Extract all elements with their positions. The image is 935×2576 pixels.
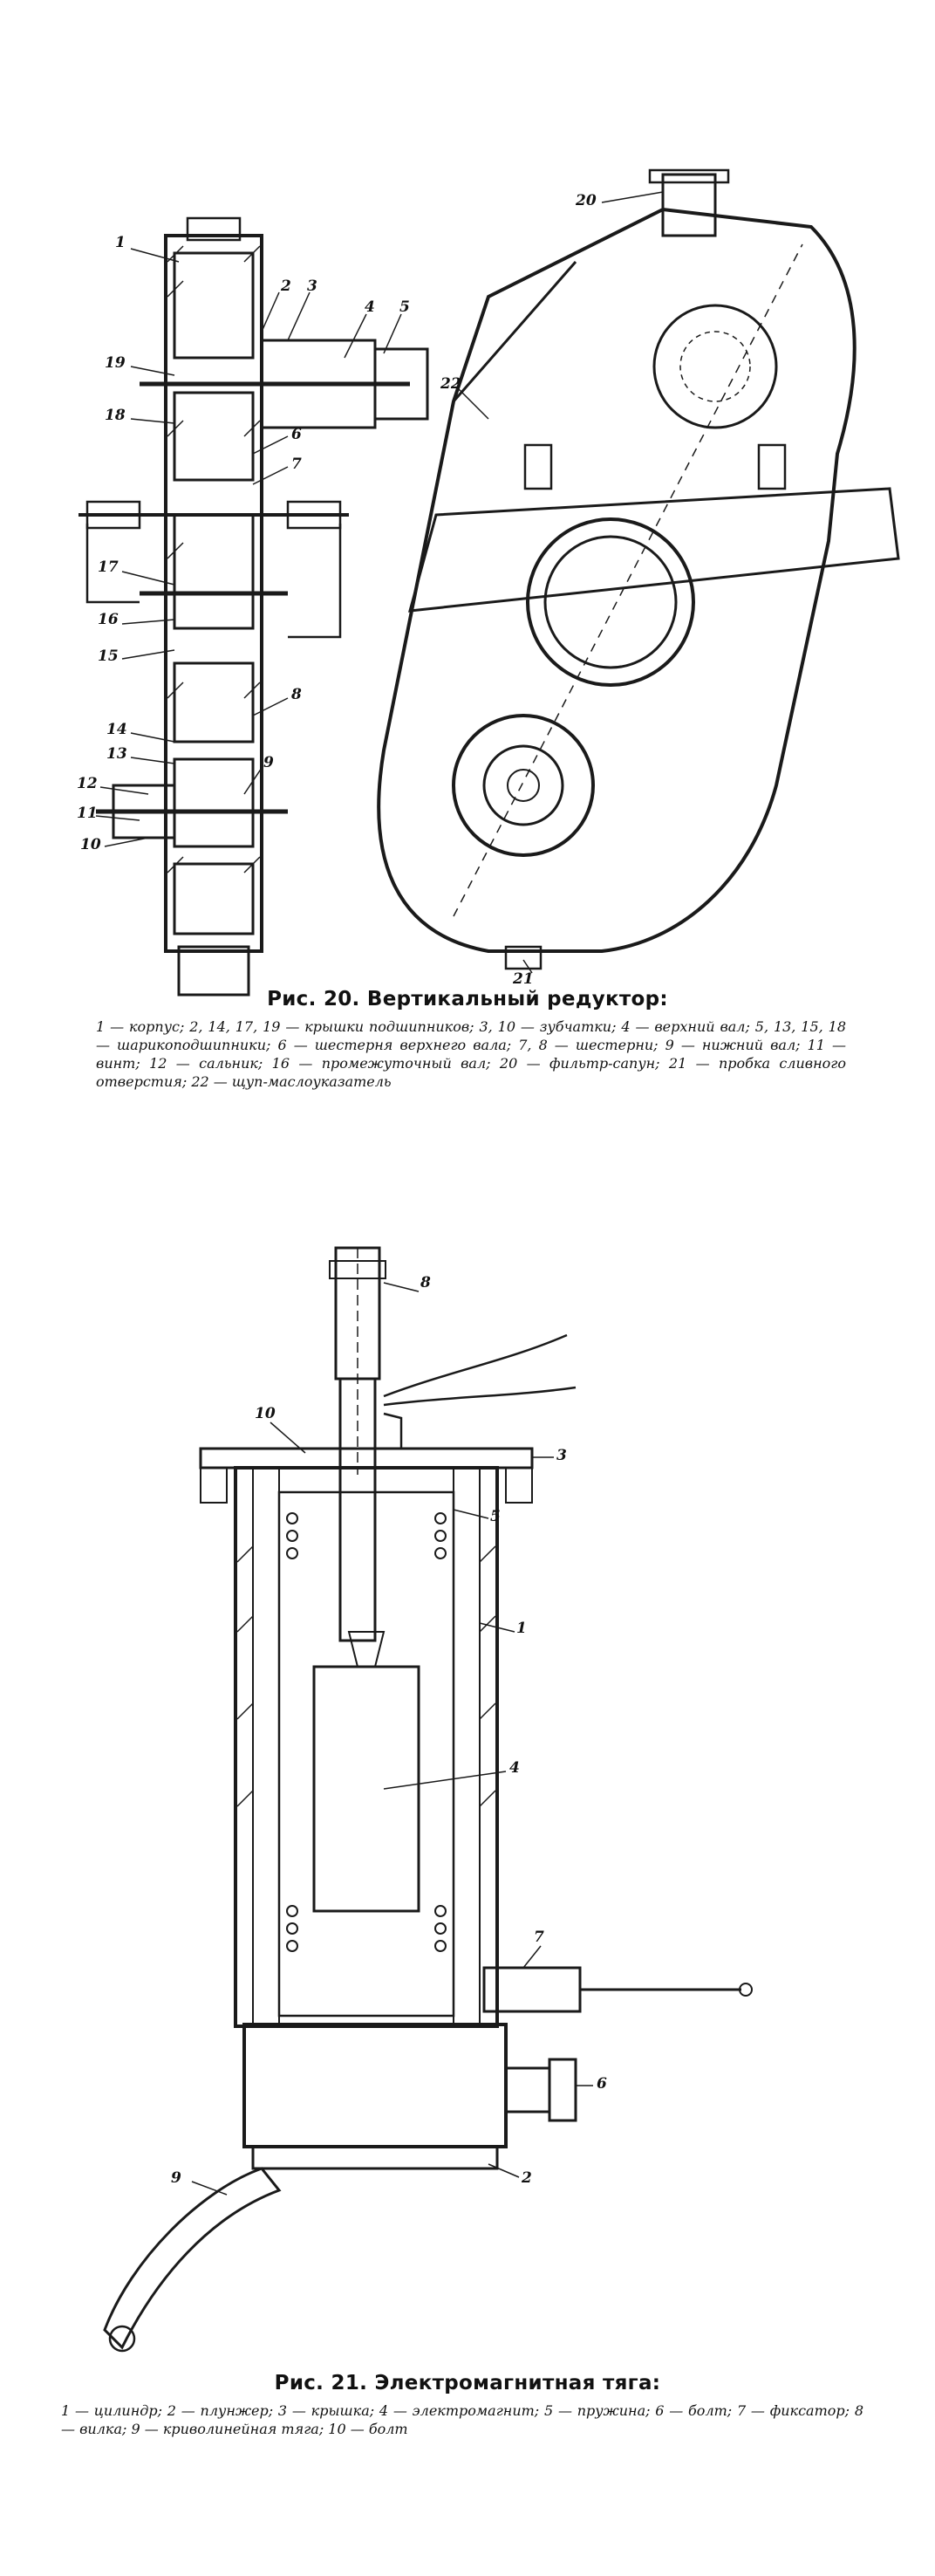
figure-20-legend: 1 — корпус; 2, 14, 17, 19 — крышки подши…: [96, 1018, 846, 1090]
callout-label: 1: [115, 234, 126, 251]
callout-label: 10: [80, 836, 101, 853]
callout-label: 18: [105, 407, 126, 424]
callout-label: 13: [106, 745, 127, 763]
callout-label: 4: [365, 298, 375, 316]
callout-label: 8: [291, 686, 302, 703]
callout-label: 14: [106, 721, 127, 738]
callout-label: 2: [522, 2169, 532, 2187]
callout-label: 8: [420, 1274, 431, 1291]
figure-21-legend: 1 — цилиндр; 2 — плунжер; 3 — крышка; 4 …: [61, 2402, 863, 2437]
figure-20: 1 2 3 4 5 19 18 6 7 17 16 15 8 14 13 12 …: [0, 0, 935, 1108]
callout-label: 9: [171, 2169, 181, 2187]
electromagnetic-rod-drawing: [103, 1246, 753, 2353]
callout-label: 1: [516, 1620, 527, 1637]
callout-label: 6: [291, 426, 302, 443]
callout-label: 15: [98, 647, 119, 665]
callout-label: 7: [534, 1929, 544, 1946]
callout-label: 22: [440, 375, 461, 393]
callout-label: 6: [597, 2075, 607, 2093]
callout-label: 10: [255, 1405, 276, 1422]
figure-20-title: Рис. 20. Вертикальный редуктор:: [267, 988, 668, 1011]
callout-label: 21: [513, 970, 534, 988]
callout-label: 11: [77, 805, 98, 822]
callout-label: 5: [490, 1508, 501, 1525]
callout-label: 3: [307, 277, 317, 295]
callout-label: 12: [77, 775, 98, 792]
callout-label: 9: [263, 754, 274, 771]
callout-label: 19: [105, 354, 126, 372]
callout-label: 5: [399, 298, 410, 316]
vertical-gearbox-drawing: [78, 168, 900, 997]
callout-label: 4: [509, 1759, 520, 1777]
callout-label: 3: [556, 1447, 567, 1464]
callout-label: 17: [98, 558, 119, 576]
callout-label: 16: [98, 611, 119, 628]
callout-label: 20: [576, 192, 597, 209]
callout-label: 7: [291, 456, 302, 473]
figure-21-title: Рис. 21. Электромагнитная тяга:: [274, 2372, 661, 2394]
figure-21: 8 10 3 5 1 4 7 6 2 9 Рис. 21. Электромаг…: [0, 1108, 935, 2576]
callout-label: 2: [281, 277, 291, 295]
